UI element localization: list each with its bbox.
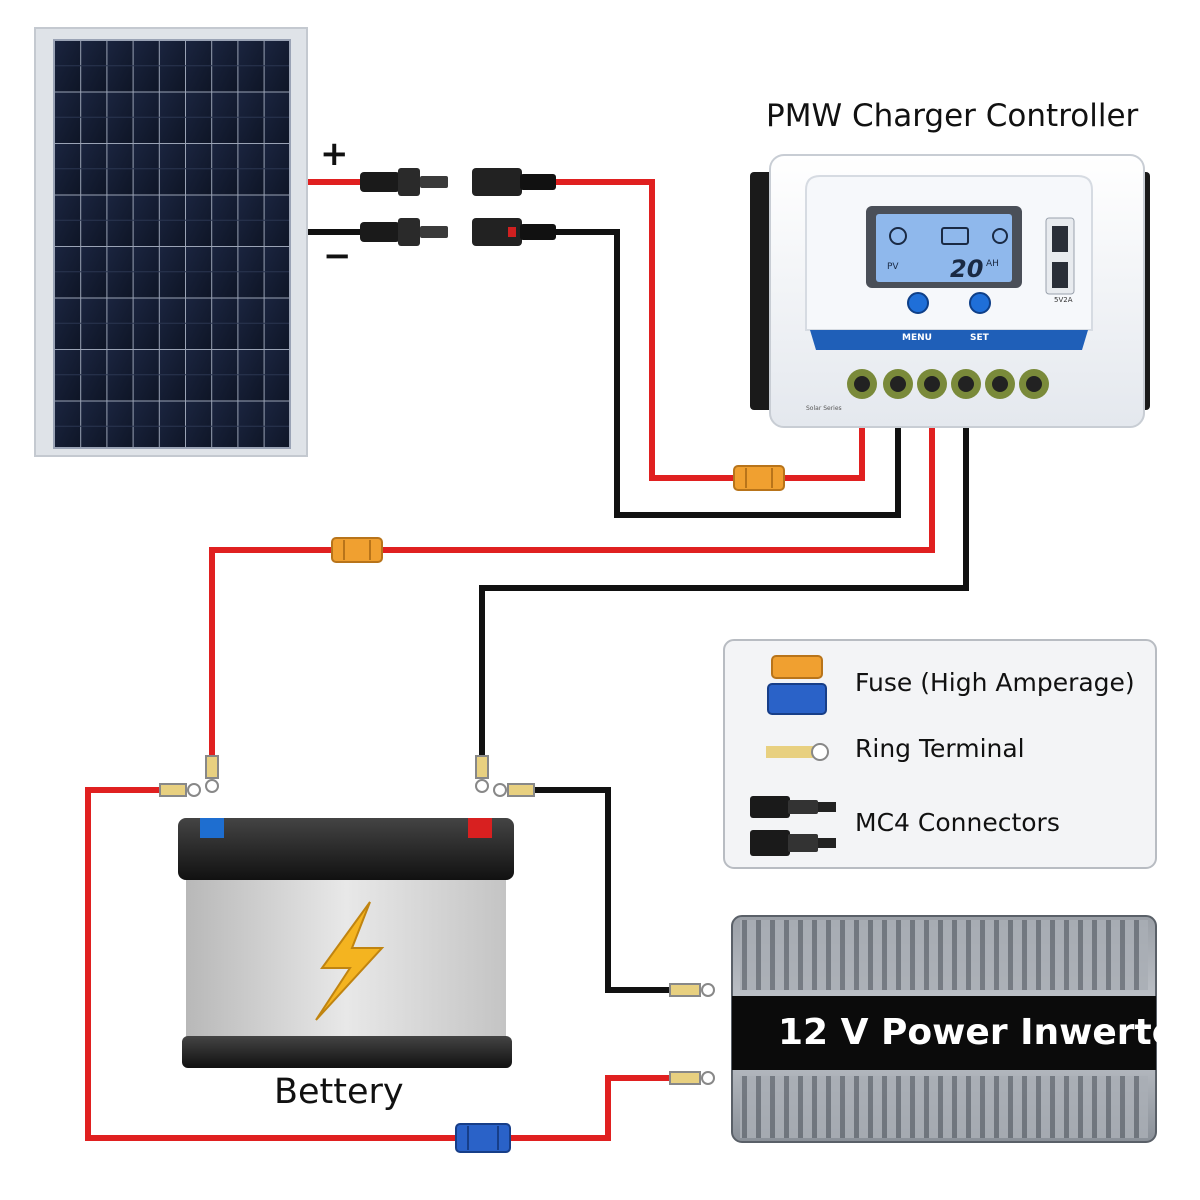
lcd-pv-label: PV <box>887 262 899 272</box>
pv-positive-wire <box>552 179 865 481</box>
fuse-inverter <box>455 1123 511 1153</box>
usb-label: 5V2A <box>1054 296 1073 304</box>
mc4-connector-positive <box>360 168 556 196</box>
fuse-battery <box>331 537 383 563</box>
battery <box>178 818 514 1068</box>
legend-fuse-orange-swatch <box>771 655 823 679</box>
battery-negative-wire <box>479 425 969 765</box>
charge-controller <box>750 154 1150 428</box>
lcd-value: 20 <box>950 255 984 283</box>
controller-title: PMW Charger Controller <box>766 98 1139 134</box>
set-button <box>969 292 991 314</box>
lcd-unit: AH <box>986 259 999 269</box>
controller-terminals <box>847 369 1049 399</box>
legend-mc4-swatch <box>750 796 836 856</box>
lightning-icon <box>315 901 385 1021</box>
menu-button <box>907 292 929 314</box>
legend-fuse-blue-swatch <box>767 683 827 715</box>
legend-ring-label: Ring Terminal <box>855 734 1025 763</box>
inverter-positive-wire <box>85 787 673 1141</box>
brand-label: Solar Series <box>806 405 842 412</box>
inverter-label: 12 V Power Inwerter <box>778 1012 1194 1053</box>
legend-fuse-label: Fuse (High Amperage) <box>855 668 1135 697</box>
power-inverter <box>731 915 1157 1143</box>
inverter-negative-wire <box>532 787 673 993</box>
panel-positive-sign: + <box>320 134 349 174</box>
battery-positive-wire <box>209 425 935 765</box>
lcd-icons <box>889 227 1008 245</box>
legend <box>723 639 1157 869</box>
solar-panel <box>34 27 308 457</box>
wires <box>85 179 969 1141</box>
panel-negative-sign: − <box>323 236 352 276</box>
legend-ring-swatch <box>766 746 814 758</box>
pv-negative-wire <box>552 229 901 518</box>
legend-mc4-label: MC4 Connectors <box>855 808 1060 837</box>
battery-label: Bettery <box>274 1072 404 1112</box>
menu-button-label: MENU <box>902 333 932 343</box>
set-button-label: SET <box>970 333 989 343</box>
fuse-pv <box>733 465 785 491</box>
mc4-connector-negative <box>360 218 556 246</box>
ring-terminals <box>159 755 715 1085</box>
